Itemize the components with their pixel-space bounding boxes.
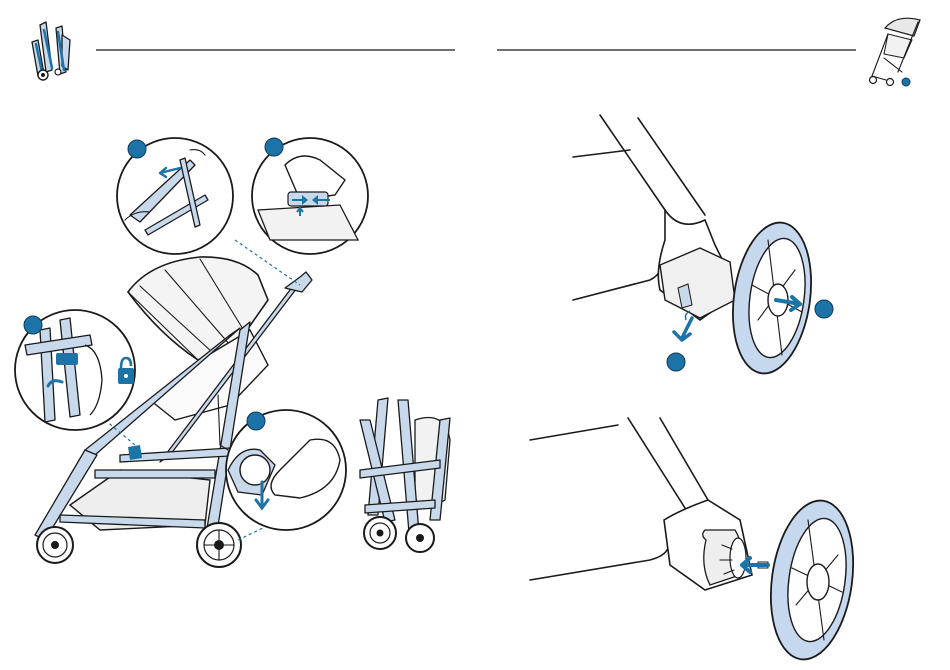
wheel-a [724,217,820,378]
front-wheel [37,527,73,563]
wheel-attach-detail [530,418,863,665]
insert-wheel-arrow-icon [742,558,768,572]
open-stroller-icon [870,18,921,86]
rear-wheel [197,523,241,567]
wheel-b [761,495,862,665]
detail-circle-4 [226,410,346,530]
step-marker-4 [247,412,265,430]
press-release-arrow-icon [674,318,692,340]
right-panel [530,115,863,665]
folded-stroller-icon [32,22,70,80]
frame-lock [128,445,142,460]
folded-rear-wheel [406,524,434,552]
left-panel [15,138,450,567]
left-header-icon [32,22,70,80]
step-marker-2 [265,138,283,156]
right-header-icon [870,18,921,86]
step-marker-3 [24,316,42,334]
wheel-removal-detail [573,115,820,379]
step-marker-b [815,300,833,318]
detail-circle-2 [252,138,368,254]
step-marker-1 [128,140,146,158]
step-marker-a [667,353,685,371]
stroller-folded [360,398,450,552]
folded-front-wheel [364,517,396,549]
